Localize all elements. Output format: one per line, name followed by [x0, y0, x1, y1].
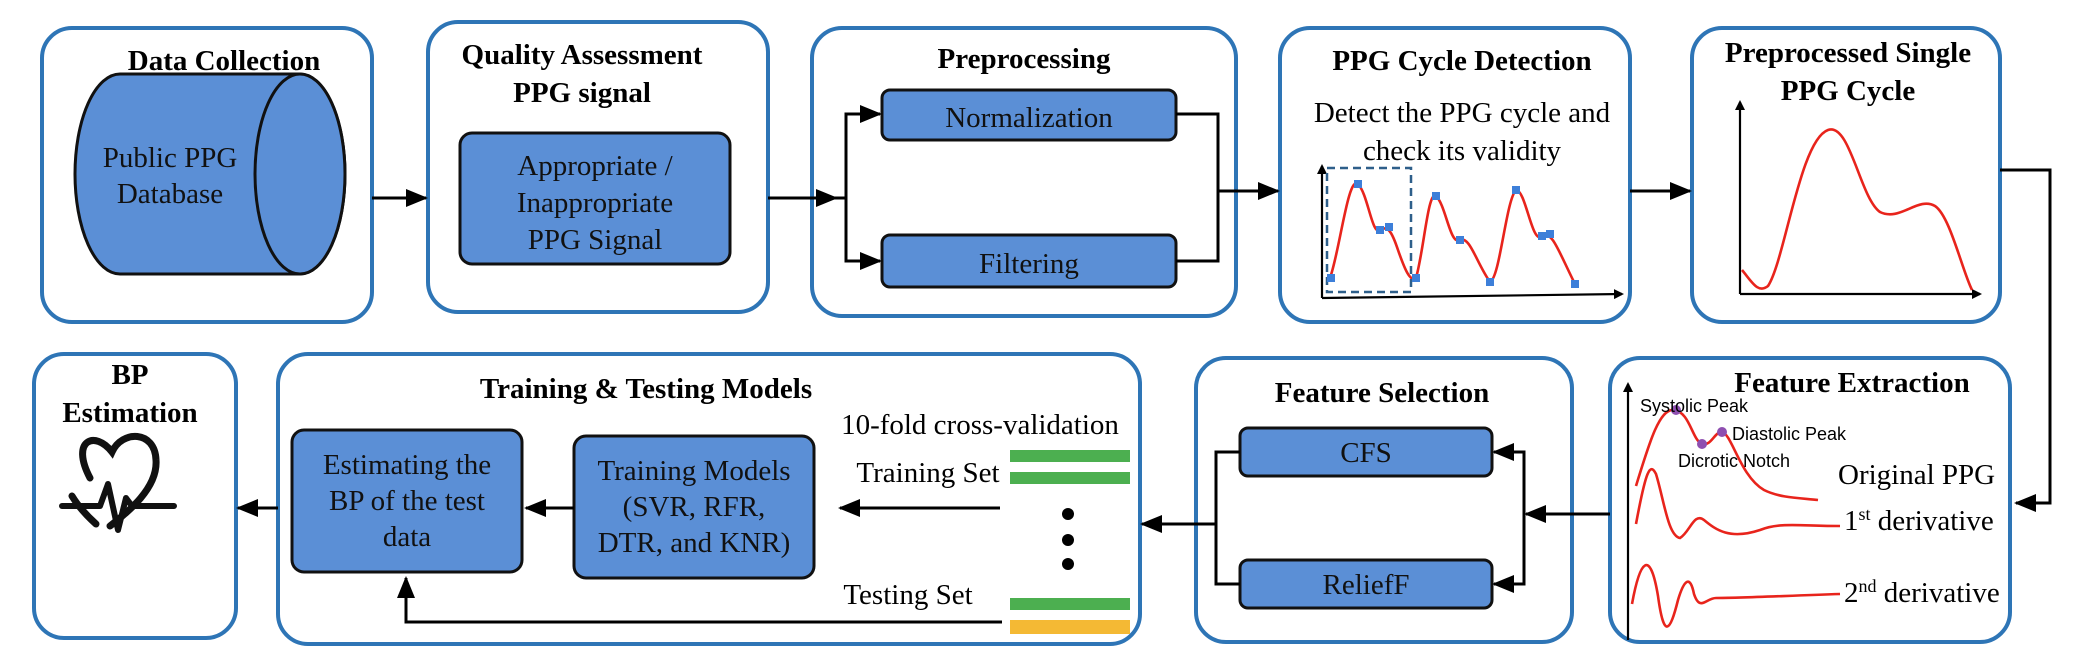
filtering-label: Filtering — [979, 248, 1079, 280]
stage-feature-selection: Feature Selection CFS ReliefF — [1194, 356, 1574, 644]
systolic-peak-label: Systolic Peak — [1640, 396, 1749, 416]
stage-data-collection: Data Collection Public PPG Database — [40, 26, 374, 324]
db-label-line1: Public PPG — [103, 142, 238, 174]
estimation-line1: Estimating the — [323, 449, 491, 481]
stage-title: Data Collection — [128, 45, 321, 77]
stage-title-line1: BP — [111, 359, 148, 391]
quality-check-box — [458, 131, 732, 266]
stage-preprocessing: Preprocessing Normalization Filtering — [810, 26, 1238, 318]
single-cycle-plot — [1735, 100, 1982, 299]
second-derivative-label: 2nd derivative — [1844, 576, 2000, 609]
testing-fold-bar-green — [1010, 598, 1130, 610]
stage-title: Feature Selection — [1275, 377, 1489, 409]
ppg-cycles-plot — [1317, 164, 1624, 300]
stage-ppg-cycle-detection: PPG Cycle Detection Detect the PPG cycle… — [1278, 26, 1632, 324]
stage-single-ppg-cycle: Preprocessed Single PPG Cycle — [1690, 26, 2002, 324]
first-derivative-label: 1st derivative — [1844, 504, 1994, 537]
original-ppg-label: Original PPG — [1838, 459, 1995, 491]
stage-title: Feature Extraction — [1734, 367, 1969, 399]
stage-title-line2: Estimation — [62, 397, 197, 429]
diastolic-peak-label: Diastolic Peak — [1732, 424, 1847, 444]
stage-title-line1: Preprocessed Single — [1725, 37, 1971, 69]
estimation-line2: BP of the test — [329, 485, 485, 517]
quality-box-line1: Appropriate / — [517, 150, 673, 182]
db-label-line2: Database — [117, 178, 223, 210]
relieff-label: ReliefF — [1323, 569, 1410, 601]
derivatives-plot — [1623, 382, 1841, 640]
stage-title-line2: PPG Cycle — [1781, 75, 1916, 107]
stage-training-testing: Training & Testing Models 10-fold cross-… — [276, 352, 1142, 646]
estimation-line3: data — [383, 521, 431, 553]
training-fold-bar — [1010, 450, 1130, 462]
models-line1: Training Models — [597, 455, 790, 487]
heart-pulse-icon — [59, 433, 177, 533]
quality-box-line2: Inappropriate — [517, 187, 673, 219]
cycle-selection-box — [1325, 166, 1413, 294]
cycle-desc-line1: Detect the PPG cycle and — [1314, 97, 1611, 129]
testing-set-label: Testing Set — [843, 579, 972, 611]
testing-fold-bar-yellow — [1010, 620, 1130, 634]
training-fold-bar — [1010, 472, 1130, 484]
database-cylinder-icon — [73, 72, 347, 276]
stage-title: Preprocessing — [938, 43, 1111, 75]
estimation-box — [290, 428, 524, 574]
cycle-desc-line2: check its validity — [1363, 135, 1562, 167]
bottom-row-arrows — [236, 499, 1610, 533]
normalization-label: Normalization — [945, 102, 1113, 134]
models-line2: (SVR, RFR, — [623, 491, 766, 523]
quality-box-line3: PPG Signal — [528, 224, 663, 256]
stage-title-line1: Quality Assessment — [462, 39, 703, 71]
stage-quality-assessment: Quality Assessment PPG signal Appropriat… — [426, 20, 770, 314]
top-row-arrows — [372, 105, 2052, 512]
stage-title: PPG Cycle Detection — [1332, 45, 1591, 77]
stage-title-line2: PPG signal — [513, 77, 651, 109]
stage-bp-estimation: BP Estimation — [32, 352, 238, 640]
fold-bars — [1010, 450, 1130, 634]
cfs-label: CFS — [1340, 437, 1392, 469]
cv-label: 10-fold cross-validation — [841, 409, 1119, 441]
stage-title: Training & Testing Models — [480, 373, 812, 405]
models-line3: DTR, and KNR) — [598, 527, 791, 559]
training-set-label: Training Set — [856, 457, 999, 489]
dicrotic-notch-label: Dicrotic Notch — [1678, 451, 1790, 471]
stage-feature-extraction: Feature Extraction Systolic Peak Diastol… — [1608, 356, 2012, 644]
